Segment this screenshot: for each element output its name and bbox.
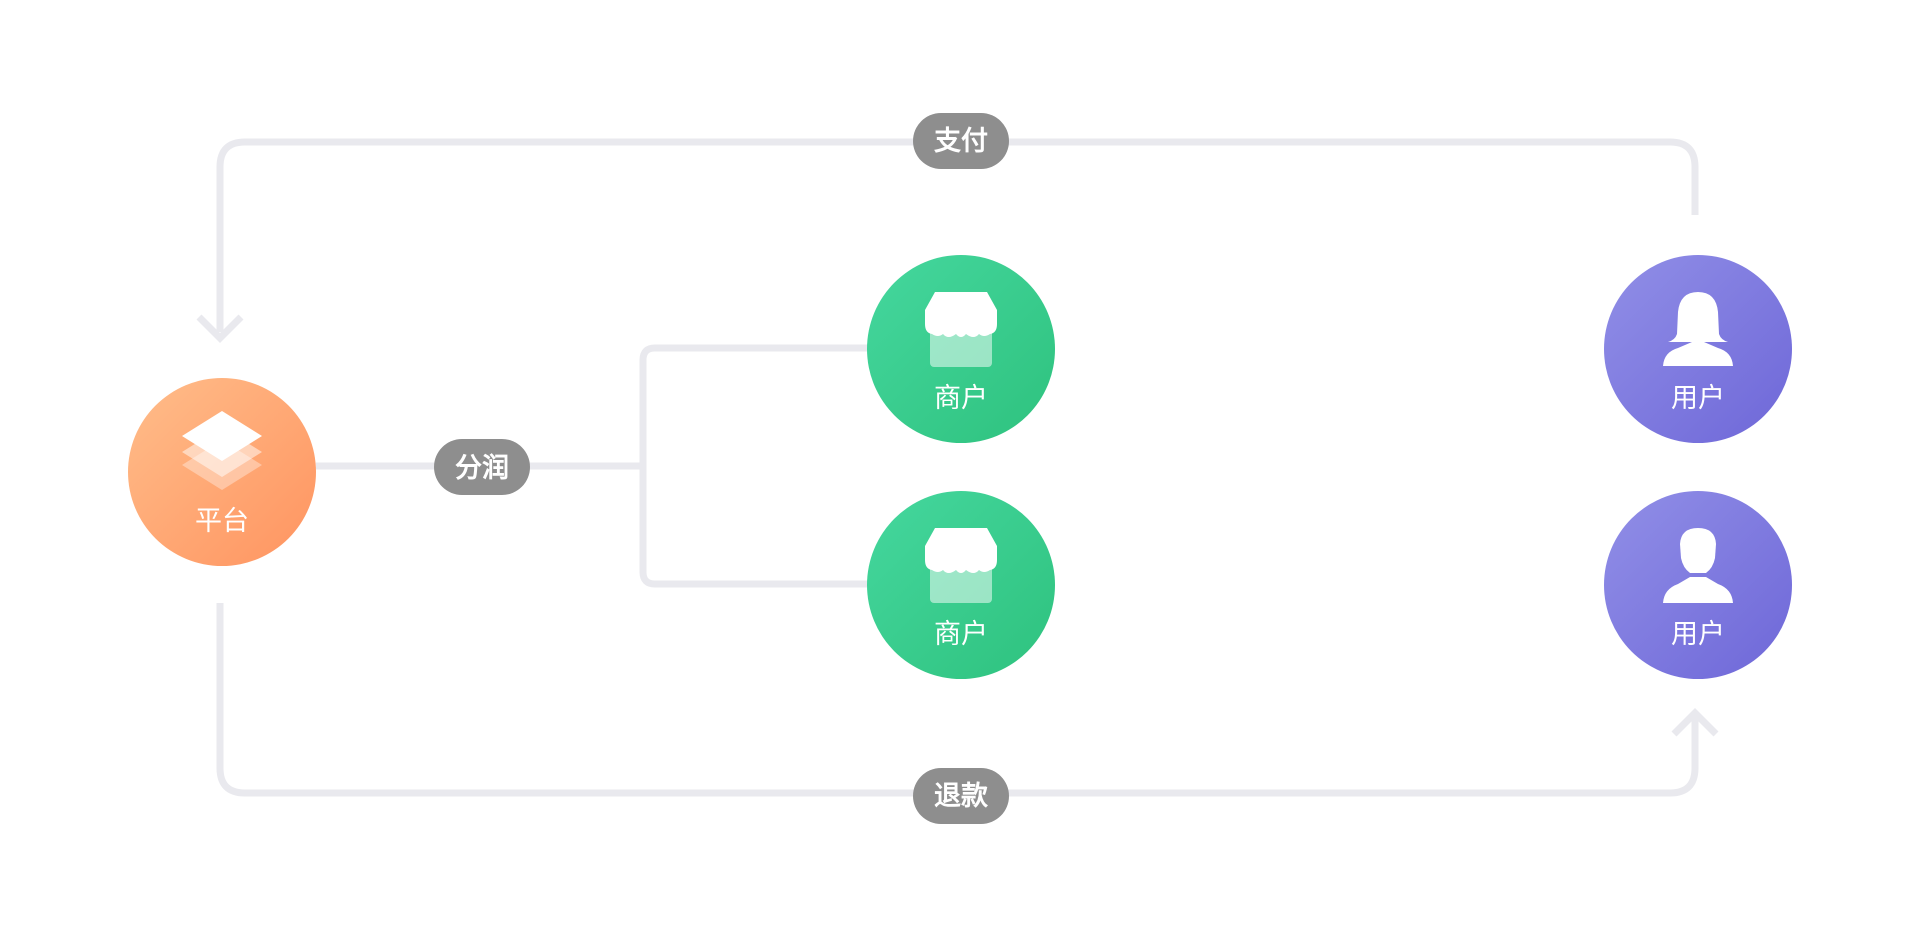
merchant-label-1: 商户	[934, 383, 988, 414]
platform-node: 平台	[128, 378, 316, 566]
male-user-icon	[1663, 528, 1733, 603]
platform-label: 平台	[195, 506, 249, 537]
payment-arrowhead	[196, 314, 244, 343]
layers-icon	[182, 411, 262, 490]
user-node-1: 用户	[1604, 255, 1792, 443]
female-user-icon	[1663, 292, 1733, 366]
storefront-icon	[925, 292, 997, 367]
split-label-pill: 分润	[434, 439, 530, 495]
payment-label-pill: 支付	[913, 113, 1009, 169]
user-node-2: 用户	[1604, 491, 1792, 679]
storefront-icon	[925, 528, 997, 603]
refund-label-pill: 退款	[913, 768, 1009, 824]
user-label-1: 用户	[1671, 383, 1725, 414]
svg-text:支付: 支付	[934, 126, 988, 157]
merchant-node-1: 商户	[867, 255, 1055, 443]
svg-text:退款: 退款	[934, 781, 989, 812]
merchant-label-2: 商户	[934, 619, 988, 650]
user-label-2: 用户	[1671, 619, 1725, 650]
refund-arrowhead	[1671, 708, 1719, 737]
svg-text:分润: 分润	[455, 452, 509, 484]
merchant-node-2: 商户	[867, 491, 1055, 679]
split-connector	[316, 344, 870, 588]
